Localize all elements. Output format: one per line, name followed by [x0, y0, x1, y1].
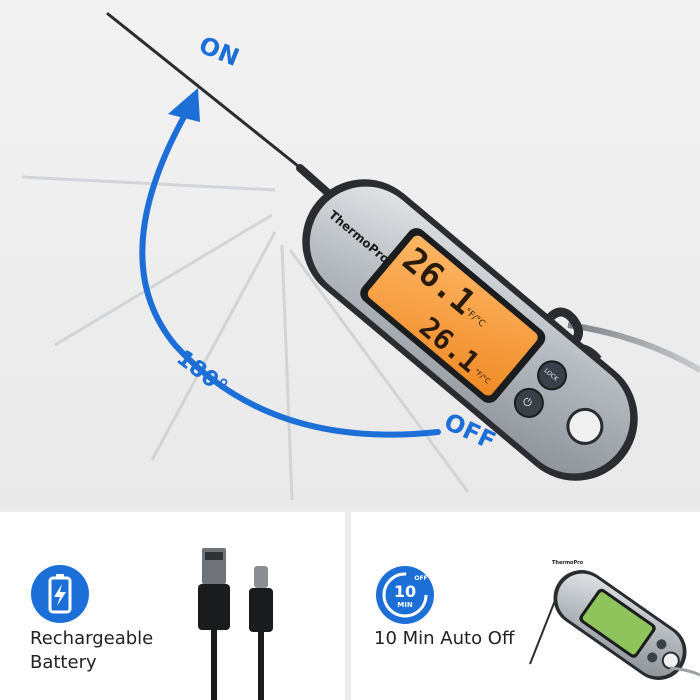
hero-panel: ON 180° OFF	[0, 0, 700, 505]
battery-icon	[31, 565, 89, 623]
thumbnail-brand: ThermoPro	[552, 560, 584, 566]
lock-button[interactable]	[532, 356, 571, 395]
angle-label: 180°	[172, 346, 232, 401]
battery-caption-line-2: Battery	[30, 652, 97, 673]
timer-off: OFF	[414, 575, 427, 582]
timer-unit: MIN	[397, 601, 413, 609]
thermometer-thumbnail: ThermoPro	[529, 560, 700, 680]
battery-caption-line-1: Rechargeable	[30, 628, 154, 649]
timer-value: 10	[394, 582, 416, 601]
auto-off-caption: 10 Min Auto Off	[374, 627, 534, 651]
probe-needle	[106, 12, 331, 196]
timer-icon: 10 MIN OFF	[376, 566, 434, 624]
on-label: ON	[195, 31, 243, 72]
lcd-screen	[367, 235, 538, 396]
battery-caption: Rechargeable Battery	[30, 627, 170, 675]
auto-off-caption-line-1: 10 Min Auto Off	[374, 628, 515, 649]
thermometer-body	[302, 179, 638, 481]
power-button[interactable]	[509, 383, 548, 422]
hang-hole	[566, 407, 604, 445]
usb-cable-icon	[198, 548, 273, 700]
arrow-head-icon	[168, 88, 200, 122]
rotation-arc	[139, 112, 441, 438]
thermometer-illustration: ON 180° OFF	[21, 12, 700, 501]
ghost-probes	[21, 175, 470, 501]
